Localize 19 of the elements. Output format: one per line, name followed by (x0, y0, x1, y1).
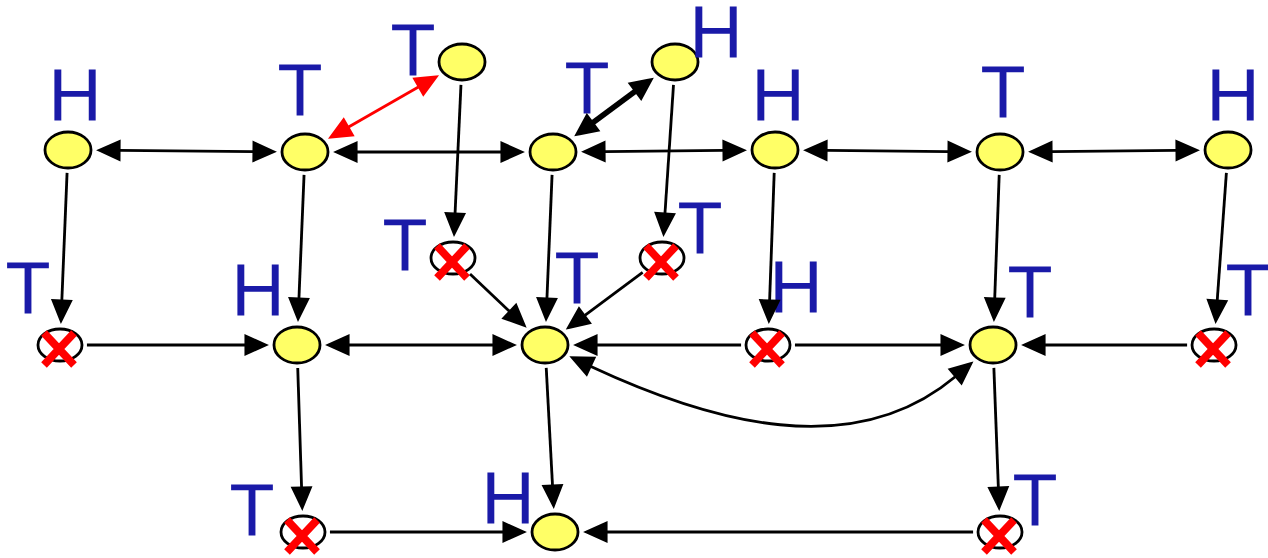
node-label: T (982, 66, 1024, 118)
node-label: T (231, 484, 273, 536)
node-label: T (1014, 474, 1056, 526)
node-label: T (392, 24, 434, 76)
node-label: T (679, 202, 721, 254)
node-label: T (566, 62, 608, 114)
node-label: T (1227, 264, 1268, 316)
node-label: H (1212, 69, 1254, 121)
node-label: T (1009, 266, 1051, 318)
node-label: H (237, 264, 279, 316)
node-label: T (556, 252, 598, 304)
node-label: H (775, 261, 817, 313)
node-label: T (384, 219, 426, 271)
node-label: H (695, 6, 737, 58)
node-label: H (757, 69, 799, 121)
node-label: T (279, 64, 321, 116)
node-label: H (487, 472, 529, 524)
node-label: T (7, 262, 49, 314)
node-label: H (54, 69, 96, 121)
